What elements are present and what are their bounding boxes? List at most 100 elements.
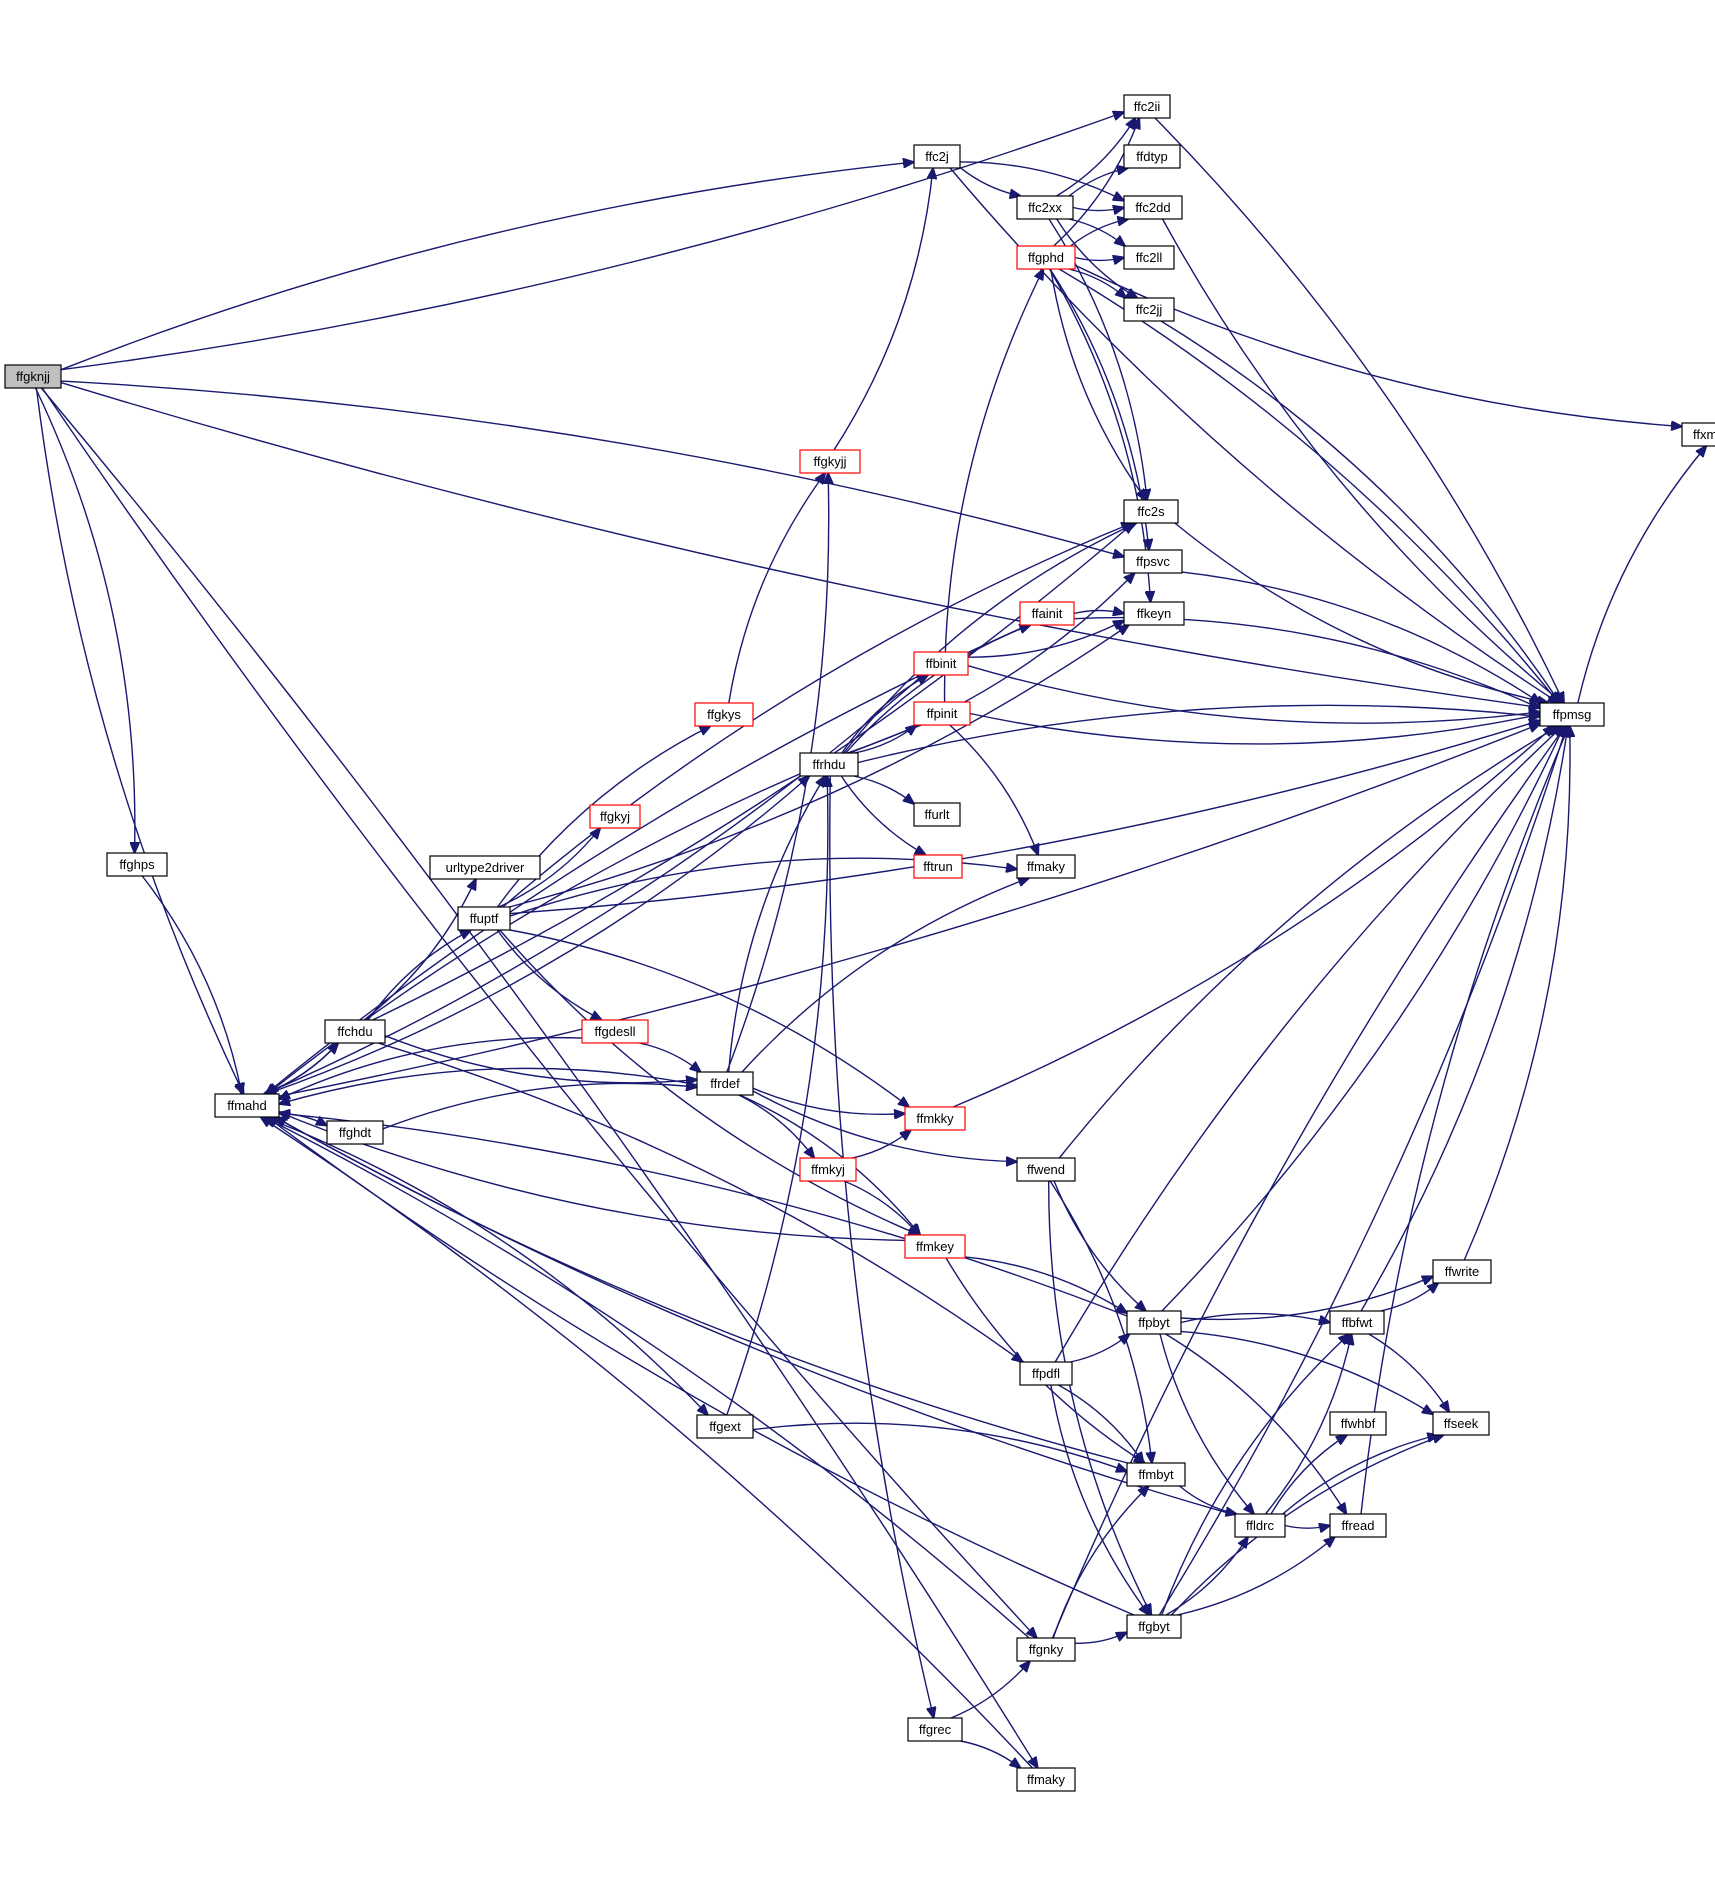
node-label-ffpsvc: ffpsvc <box>1136 554 1170 569</box>
node-ffpinit[interactable]: ffpinit <box>913 701 971 726</box>
edge-ffldrc-to-ffmahd <box>275 1117 1236 1516</box>
edge-ffmbyt-to-ffldrc <box>1179 1485 1237 1514</box>
node-label-ffxmsg: ffxmsg <box>1693 427 1715 442</box>
node-ffc2ii[interactable]: ffc2ii <box>1123 94 1171 119</box>
node-label-ffc2dd: ffc2dd <box>1135 200 1170 215</box>
node-ffkeyn[interactable]: ffkeyn <box>1123 601 1185 626</box>
node-ffread[interactable]: ffread <box>1329 1513 1387 1538</box>
node-ffmkey[interactable]: ffmkey <box>904 1234 966 1259</box>
node-ffurlt[interactable]: ffurlt <box>913 802 961 827</box>
node-ffc2jj[interactable]: ffc2jj <box>1123 297 1175 322</box>
edge-ffchdu-to-ffpdfl <box>377 1042 1023 1362</box>
edge-ffainit-to-ffpmsg <box>1073 616 1540 709</box>
node-label-ffc2s: ffc2s <box>1137 504 1165 519</box>
edge-ffread-to-ffpmsg <box>1360 726 1569 1515</box>
node-ffpbyt[interactable]: ffpbyt <box>1126 1310 1182 1335</box>
node-urltype2driver[interactable]: urltype2driver <box>429 855 541 880</box>
node-ffc2j[interactable]: ffc2j <box>913 144 961 169</box>
node-label-ffc2xx: ffc2xx <box>1028 200 1062 215</box>
edge-ffbinit-to-ffpmsg <box>967 665 1540 724</box>
node-ffwend[interactable]: ffwend <box>1016 1157 1076 1182</box>
edge-ffpbyt-to-ffseek <box>1180 1330 1433 1414</box>
node-ffwrite[interactable]: ffwrite <box>1432 1259 1492 1284</box>
node-ffmkyj[interactable]: ffmkyj <box>799 1157 857 1182</box>
node-ffldrc[interactable]: ffldrc <box>1234 1513 1286 1538</box>
edge-ffchdu-to-ffc2s <box>372 523 1134 1021</box>
edge-ffgphd-to-ffc2s <box>1050 268 1146 500</box>
node-ffbinit[interactable]: ffbinit <box>913 651 969 676</box>
edge-ffuptf-to-ffmkey <box>499 929 919 1235</box>
node-ffmaky[interactable]: ffmaky <box>1016 854 1076 879</box>
node-ffgext[interactable]: ffgext <box>696 1414 754 1439</box>
node-ffgknjj[interactable]: ffgknjj <box>4 364 62 389</box>
node-ffgbyt[interactable]: ffgbyt <box>1126 1614 1182 1639</box>
node-fftrun[interactable]: fftrun <box>913 854 963 879</box>
node-ffseek[interactable]: ffseek <box>1432 1411 1490 1436</box>
node-label-ffghps: ffghps <box>119 857 155 872</box>
node-ffgdesll[interactable]: ffgdesll <box>581 1019 649 1044</box>
node-label-ffgdesll: ffgdesll <box>595 1024 636 1039</box>
node-box-ffseek <box>1432 1411 1490 1436</box>
edge-ffpinit-to-ffpmsg <box>969 714 1540 745</box>
edge-ffuptf-to-ffpmsg <box>509 721 1540 915</box>
edge-ffc2jj-to-ffpmsg <box>1160 320 1560 703</box>
node-ffpmsg[interactable]: ffpmsg <box>1539 702 1605 727</box>
node-ffgnky[interactable]: ffgnky <box>1016 1637 1076 1662</box>
node-box-ffgkyjj <box>799 449 861 474</box>
node-ffpsvc[interactable]: ffpsvc <box>1123 549 1183 574</box>
node-ffc2ll[interactable]: ffc2ll <box>1123 245 1175 270</box>
node-ffrdef[interactable]: ffrdef <box>696 1071 754 1096</box>
edge-ffrdef-to-ffgkyjj <box>726 473 829 1073</box>
node-label-ffldrc: ffldrc <box>1246 1518 1274 1533</box>
node-ffgkys[interactable]: ffgkys <box>694 702 754 727</box>
node-box-ffc2ll <box>1123 245 1175 270</box>
node-label-ffbinit: ffbinit <box>926 656 957 671</box>
edge-ffldrc-to-ffbfwt <box>1264 1334 1352 1515</box>
node-ffghps[interactable]: ffghps <box>106 852 168 877</box>
node-box-ffmkky <box>904 1106 966 1131</box>
node-ffdtyp[interactable]: ffdtyp <box>1123 144 1181 169</box>
node-ffmbyt[interactable]: ffmbyt <box>1126 1462 1186 1487</box>
node-ffgphd[interactable]: ffgphd <box>1016 245 1076 270</box>
node-ffc2xx[interactable]: ffc2xx <box>1016 195 1074 220</box>
edge-ffrhdu-to-ffgrec <box>829 775 934 1718</box>
node-ffc2s[interactable]: ffc2s <box>1123 499 1179 524</box>
edge-ffgphd-to-ffc2ii <box>1053 118 1140 247</box>
node-box-ffuptf <box>457 906 511 931</box>
edge-ffpdfl-to-ffmbyt <box>1058 1384 1144 1463</box>
node-label-ffwhbf: ffwhbf <box>1341 1416 1376 1431</box>
edge-ffgnky-to-ffmahd <box>264 1117 1030 1639</box>
node-label-ffuptf: ffuptf <box>470 911 499 926</box>
node-ffrhdu[interactable]: ffrhdu <box>799 752 859 777</box>
node-ffmkky[interactable]: ffmkky <box>904 1106 966 1131</box>
node-label-ffread: ffread <box>1341 1518 1374 1533</box>
node-label-ffgrec: ffgrec <box>919 1722 952 1737</box>
node-ffgkyj[interactable]: ffgkyj <box>589 804 641 829</box>
node-ffchdu[interactable]: ffchdu <box>324 1019 386 1044</box>
edge-ffwend-to-ffpbyt <box>1053 1180 1146 1311</box>
edge-ffuptf-to-ffgdesll <box>496 929 601 1020</box>
edge-ffpdfl-to-ffpmsg <box>1054 726 1563 1363</box>
node-ffgrec[interactable]: ffgrec <box>907 1717 963 1742</box>
node-ffmahd[interactable]: ffmahd <box>214 1093 280 1118</box>
node-ffwhbf[interactable]: ffwhbf <box>1329 1411 1387 1436</box>
node-ffuptf[interactable]: ffuptf <box>457 906 511 931</box>
node-ffbfwt[interactable]: ffbfwt <box>1329 1310 1385 1335</box>
node-ffainit[interactable]: ffainit <box>1019 601 1075 626</box>
edge-ffpsvc-to-ffpmsg <box>1181 571 1541 703</box>
node-label-urltype2driver: urltype2driver <box>446 860 525 875</box>
node-label-ffgkyjj: ffgkyjj <box>814 454 847 469</box>
node-ffpdfl[interactable]: ffpdfl <box>1019 1361 1073 1386</box>
node-label-ffgnky: ffgnky <box>1029 1642 1064 1657</box>
node-ffxmsg[interactable]: ffxmsg <box>1681 422 1715 447</box>
node-label-ffdtyp: ffdtyp <box>1136 149 1168 164</box>
node-ffgkyjj[interactable]: ffgkyjj <box>799 449 861 474</box>
node-ffghdt[interactable]: ffghdt <box>326 1120 384 1145</box>
node-ffmaky2[interactable]: ffmaky <box>1016 1767 1076 1792</box>
edge-ffghdt-to-ffrdef <box>382 1083 697 1130</box>
edge-ffrdef-to-ffmkey <box>739 1094 920 1235</box>
edge-ffrhdu-to-fftrun <box>840 775 925 855</box>
node-label-ffgkyj: ffgkyj <box>600 809 630 824</box>
node-ffc2dd[interactable]: ffc2dd <box>1123 195 1183 220</box>
